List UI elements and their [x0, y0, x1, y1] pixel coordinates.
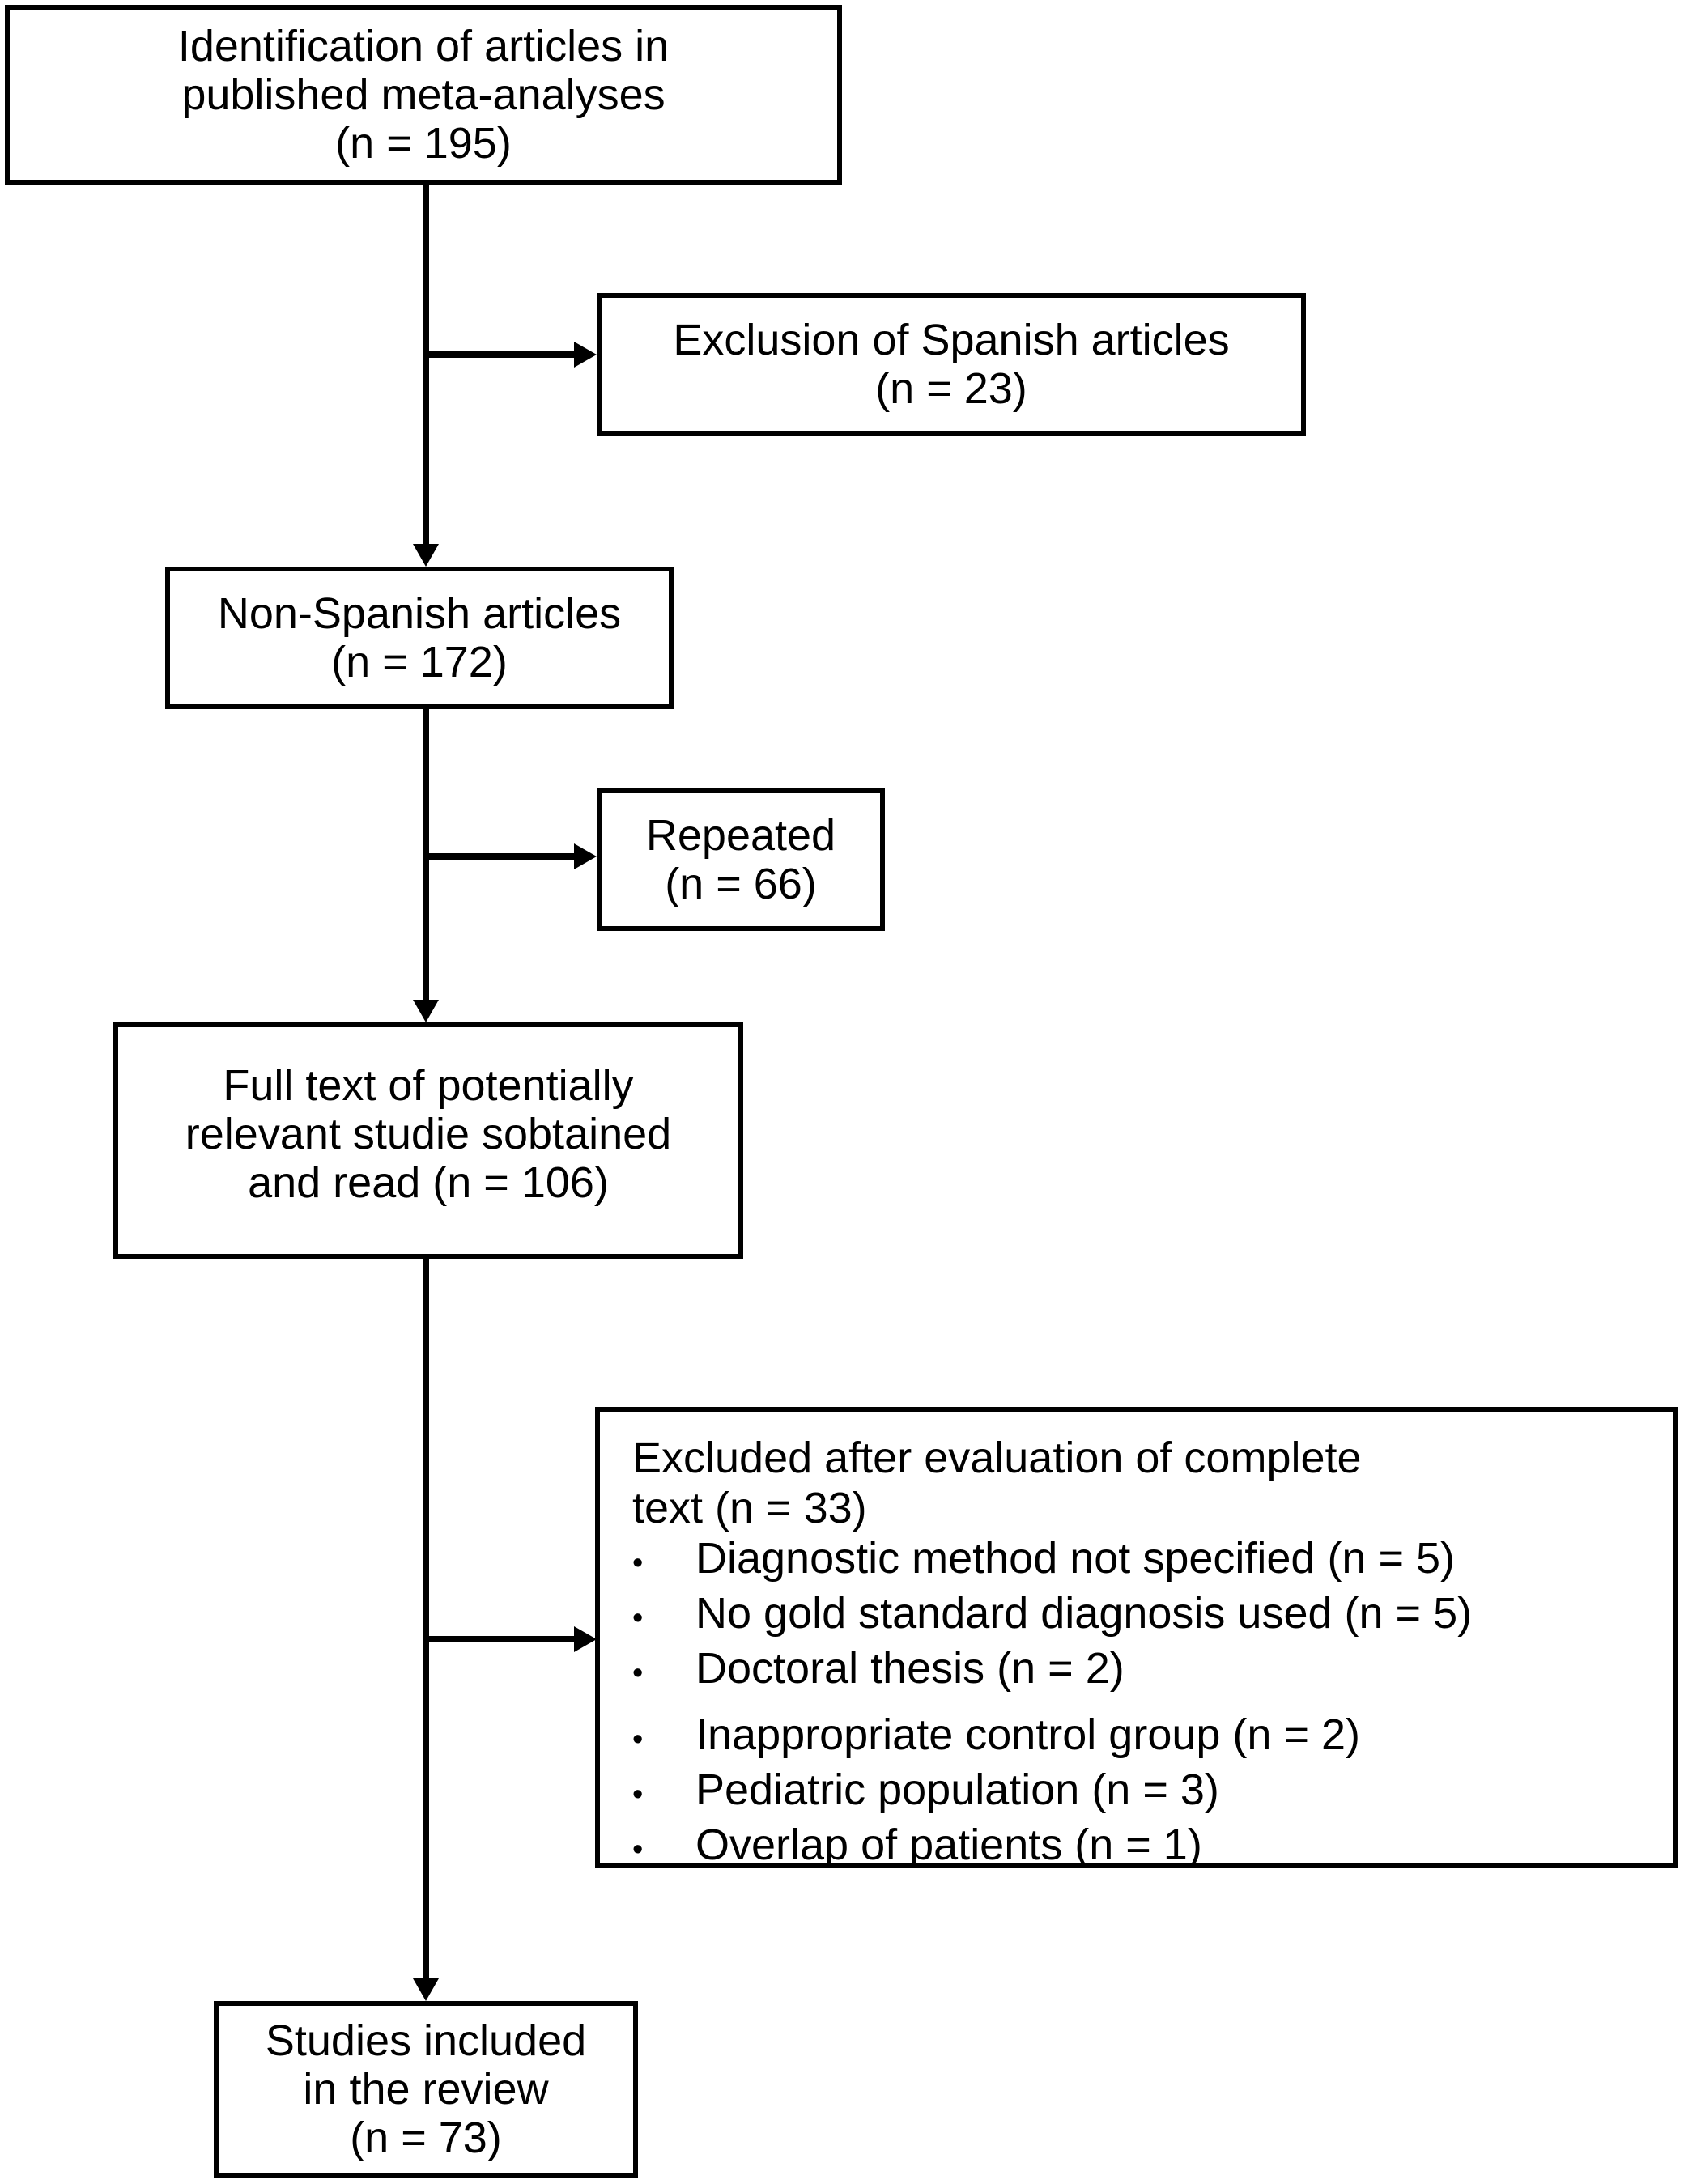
connector-to-repeated	[423, 853, 574, 860]
excluded-reason-text: Pediatric population (n = 3)	[695, 1765, 1219, 1814]
box-studies-included-line-2: in the review	[303, 2065, 549, 2114]
box-identification: Identification of articles in published …	[5, 5, 842, 185]
arrowhead-right-icon	[574, 1626, 597, 1652]
box-non-spanish-count: (n = 172)	[331, 638, 508, 686]
bullet-icon: •	[632, 1723, 644, 1757]
excluded-reason-item: • Doctoral thesis (n = 2)	[632, 1643, 1125, 1698]
box-identification-count: (n = 195)	[335, 119, 512, 168]
connector-to-exclusion-spanish	[423, 351, 574, 358]
excluded-reason-item: • Pediatric population (n = 3)	[632, 1765, 1219, 1820]
excluded-reason-item: • Overlap of patients (n = 1)	[632, 1820, 1202, 1875]
box-excluded-heading-line-1: Excluded after evaluation of complete	[632, 1434, 1362, 1482]
bullet-icon: •	[632, 1546, 644, 1580]
connector-fulltext-to-included	[423, 1259, 429, 1979]
excluded-reason-item: • No gold standard diagnosis used (n = 5…	[632, 1588, 1472, 1643]
bullet-icon: •	[632, 1656, 644, 1690]
excluded-reason-item: • Diagnostic method not specified (n = 5…	[632, 1533, 1455, 1588]
box-identification-line-1: Identification of articles in	[177, 22, 670, 70]
arrowhead-down-icon	[413, 544, 439, 567]
box-excluded-heading-line-2: text (n = 33)	[632, 1484, 867, 1532]
excluded-reason-text: Overlap of patients (n = 1)	[695, 1821, 1202, 1869]
box-non-spanish-line-1: Non-Spanish articles	[217, 589, 622, 638]
box-studies-included: Studies included in the review (n = 73)	[214, 2001, 638, 2178]
box-studies-included-count: (n = 73)	[350, 2114, 502, 2162]
box-excluded-after-evaluation: Excluded after evaluation of complete te…	[595, 1407, 1678, 1869]
box-exclusion-spanish: Exclusion of Spanish articles (n = 23)	[597, 293, 1306, 436]
box-exclusion-spanish-line-1: Exclusion of Spanish articles	[673, 316, 1230, 364]
connector-to-excluded-after-evaluation	[423, 1636, 574, 1642]
box-studies-included-line-1: Studies included	[265, 2016, 587, 2065]
box-non-spanish: Non-Spanish articles (n = 172)	[165, 567, 674, 709]
excluded-reason-text: Diagnostic method not specified (n = 5)	[695, 1534, 1456, 1583]
box-repeated-count: (n = 66)	[665, 860, 817, 908]
excluded-reason-text: Inappropriate control group (n = 2)	[695, 1710, 1360, 1759]
arrowhead-down-icon	[413, 1978, 439, 2001]
box-full-text: Full text of potentially relevant studie…	[113, 1022, 743, 1259]
excluded-reason-text: No gold standard diagnosis used (n = 5)	[695, 1589, 1473, 1638]
arrowhead-down-icon	[413, 1000, 439, 1022]
box-identification-line-2: published meta-analyses	[181, 70, 666, 119]
connector-identification-to-nonspanish	[423, 185, 429, 545]
arrowhead-right-icon	[574, 843, 597, 869]
bullet-icon: •	[632, 1833, 644, 1867]
excluded-reason-text: Doctoral thesis (n = 2)	[695, 1644, 1125, 1693]
bullet-icon: •	[632, 1778, 644, 1812]
box-exclusion-spanish-count: (n = 23)	[875, 364, 1027, 413]
box-repeated: Repeated (n = 66)	[597, 788, 885, 931]
box-full-text-line-2: relevant studie sobtained	[185, 1110, 672, 1158]
box-full-text-line-3: and read (n = 106)	[248, 1158, 609, 1207]
bullet-icon: •	[632, 1601, 644, 1635]
box-repeated-line-1: Repeated	[645, 811, 836, 860]
arrowhead-right-icon	[574, 342, 597, 368]
excluded-reason-item: • Inappropriate control group (n = 2)	[632, 1710, 1360, 1765]
box-full-text-line-1: Full text of potentially	[223, 1061, 634, 1110]
